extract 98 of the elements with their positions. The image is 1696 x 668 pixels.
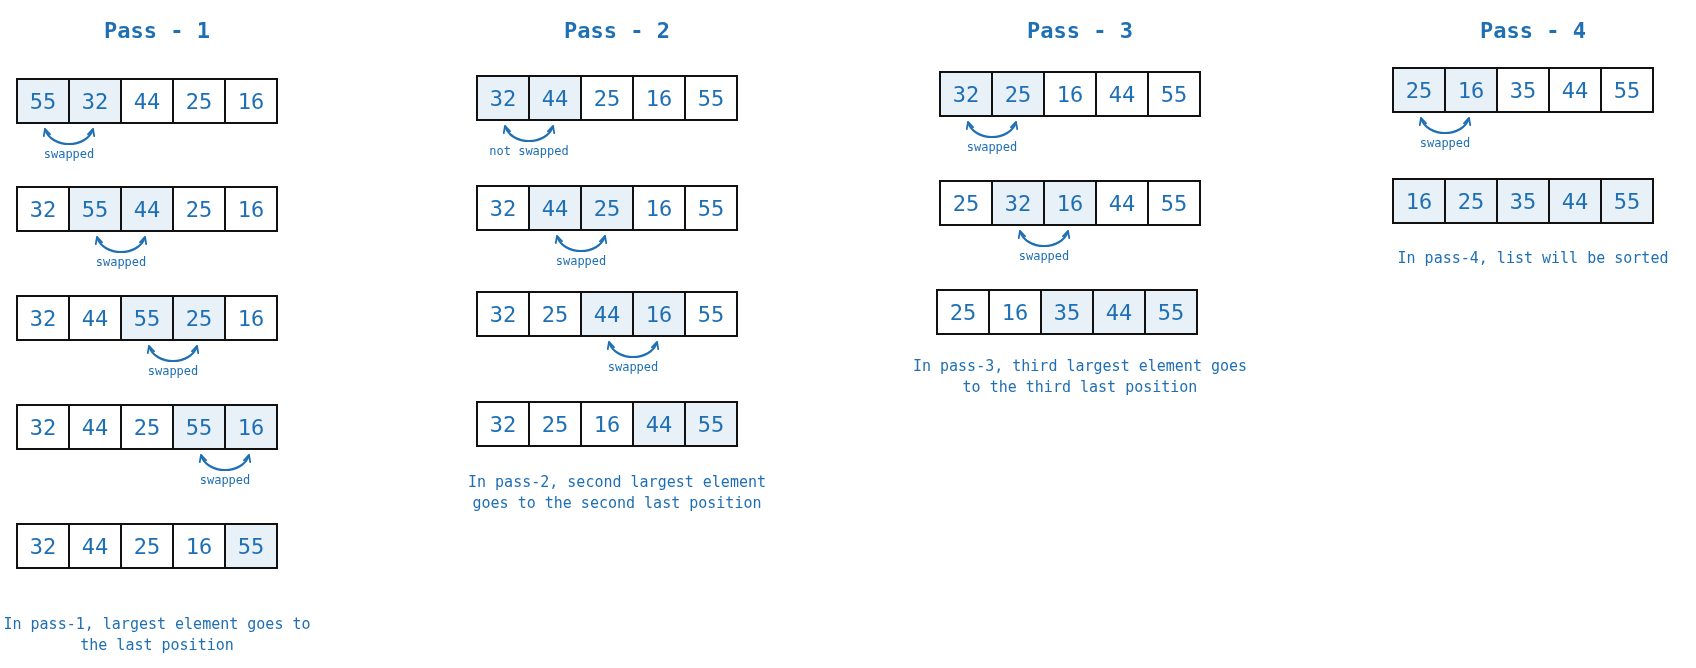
- array-cell: 32: [991, 180, 1045, 226]
- array-cell: 25: [528, 291, 582, 337]
- array-cell: 25: [936, 289, 990, 335]
- array-cell: 44: [68, 295, 122, 341]
- array-cell: 55: [224, 523, 278, 569]
- array-cell: 55: [684, 291, 738, 337]
- array-cell: 32: [939, 71, 993, 117]
- array-cell: 44: [528, 185, 582, 231]
- pass-heading: Pass - 2: [563, 18, 671, 43]
- pass-heading: Pass - 3: [1026, 18, 1134, 43]
- array-cell: 55: [1144, 289, 1198, 335]
- array-cell: 16: [224, 404, 278, 450]
- array-cell: 44: [68, 523, 122, 569]
- array-cell: 16: [632, 75, 686, 121]
- edge-label: swapped: [555, 254, 607, 268]
- array-cell: 25: [528, 401, 582, 447]
- edge-label: not swapped: [489, 144, 569, 158]
- array-cell: 16: [172, 523, 226, 569]
- array-cell: 16: [1043, 71, 1097, 117]
- swap-arrow: [555, 235, 607, 252]
- edge-label: swapped: [1419, 136, 1471, 150]
- array-cell: 55: [172, 404, 226, 450]
- note-text: In pass-2, second largest element goes to the second last position: [467, 472, 767, 514]
- array-cell: 35: [1496, 178, 1550, 224]
- array-cell: 32: [476, 75, 530, 121]
- edge-label: swapped: [147, 364, 199, 378]
- array-cell: 25: [120, 404, 174, 450]
- array-cell: 25: [172, 78, 226, 124]
- array-cell: 16: [988, 289, 1042, 335]
- array-cell: 35: [1496, 67, 1550, 113]
- edge-label: swapped: [95, 255, 147, 269]
- edge-label: swapped: [966, 140, 1018, 154]
- swap-arrow: [95, 236, 147, 253]
- array-cell: 16: [632, 291, 686, 337]
- array-cell: 55: [684, 75, 738, 121]
- array-cell: 44: [528, 75, 582, 121]
- array-cell: 55: [1147, 180, 1201, 226]
- array-cell: 16: [224, 186, 278, 232]
- array-cell: 55: [684, 401, 738, 447]
- array-cell: 32: [476, 401, 530, 447]
- edge-label: swapped: [1018, 249, 1070, 263]
- edge-label: swapped: [43, 147, 95, 161]
- array-cell: 55: [1600, 67, 1654, 113]
- array-cell: 44: [68, 404, 122, 450]
- array-cell: 44: [120, 78, 174, 124]
- note-text: In pass-1, largest element goes to the last position: [2, 614, 312, 656]
- array-cell: 44: [1548, 178, 1602, 224]
- array-cell: 32: [16, 404, 70, 450]
- note-text: In pass-4, list will be sorted: [1396, 248, 1670, 269]
- array-cell: 55: [16, 78, 70, 124]
- array-cell: 16: [580, 401, 634, 447]
- array-cell: 44: [632, 401, 686, 447]
- array-cell: 16: [1043, 180, 1097, 226]
- array-cell: 16: [1392, 178, 1446, 224]
- array-cell: 25: [172, 186, 226, 232]
- array-cell: 25: [1392, 67, 1446, 113]
- swap-arrow: [503, 125, 555, 142]
- array-cell: 32: [16, 523, 70, 569]
- pass-heading: Pass - 1: [103, 18, 211, 43]
- array-cell: 32: [16, 295, 70, 341]
- note-text: In pass-3, third largest element goes to the third last position: [911, 356, 1249, 398]
- array-cell: 25: [580, 75, 634, 121]
- array-cell: 55: [684, 185, 738, 231]
- array-cell: 25: [580, 185, 634, 231]
- array-cell: 44: [1095, 71, 1149, 117]
- array-cell: 35: [1040, 289, 1094, 335]
- pass-heading: Pass - 4: [1479, 18, 1587, 43]
- array-cell: 25: [991, 71, 1045, 117]
- array-cell: 44: [1095, 180, 1149, 226]
- swap-arrow: [1419, 117, 1471, 134]
- array-cell: 25: [939, 180, 993, 226]
- array-cell: 25: [172, 295, 226, 341]
- array-cell: 32: [16, 186, 70, 232]
- swap-arrow: [199, 454, 251, 471]
- array-cell: 32: [476, 291, 530, 337]
- array-cell: 32: [68, 78, 122, 124]
- swap-arrow: [43, 128, 95, 145]
- array-cell: 55: [1600, 178, 1654, 224]
- swap-arrow: [1018, 230, 1070, 247]
- swap-arrow: [607, 341, 659, 358]
- swap-arrow: [966, 121, 1018, 138]
- array-cell: 16: [1444, 67, 1498, 113]
- array-cell: 25: [120, 523, 174, 569]
- array-cell: 44: [120, 186, 174, 232]
- array-cell: 55: [68, 186, 122, 232]
- array-cell: 55: [120, 295, 174, 341]
- array-cell: 25: [1444, 178, 1498, 224]
- edge-label: swapped: [199, 473, 251, 487]
- edge-label: swapped: [607, 360, 659, 374]
- array-cell: 44: [1092, 289, 1146, 335]
- swap-arrow: [147, 345, 199, 362]
- array-cell: 44: [1548, 67, 1602, 113]
- array-cell: 16: [224, 295, 278, 341]
- array-cell: 44: [580, 291, 634, 337]
- array-cell: 55: [1147, 71, 1201, 117]
- array-cell: 32: [476, 185, 530, 231]
- array-cell: 16: [632, 185, 686, 231]
- array-cell: 16: [224, 78, 278, 124]
